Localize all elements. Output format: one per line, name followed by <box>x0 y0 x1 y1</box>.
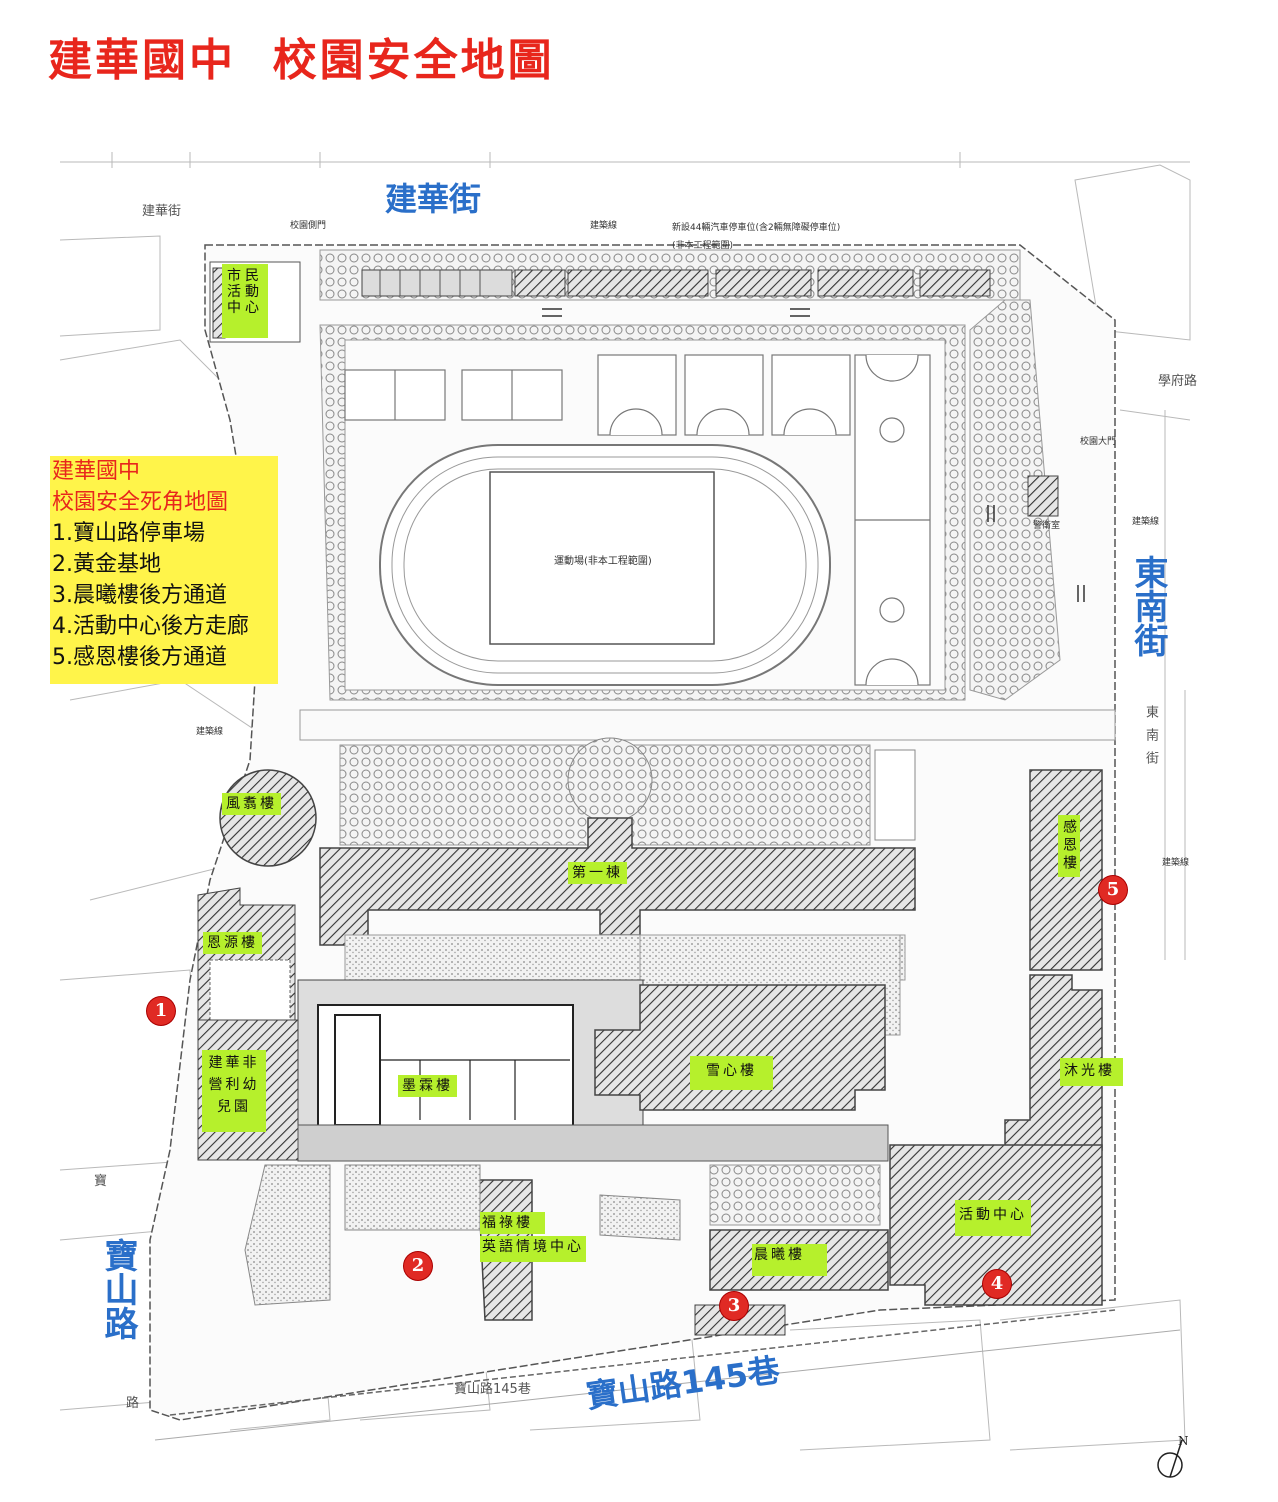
building-line-east: 建築線 <box>1132 517 1160 527</box>
building-enyuan: 恩源樓 <box>203 932 262 954</box>
legend-item: 2.黃金基地 <box>52 552 161 577</box>
road-xuefu: 學府路 <box>1158 374 1198 389</box>
building-english-center: 英語情境中心 <box>480 1236 586 1262</box>
not-in-project-note: (非本工程範圍) <box>672 241 734 251</box>
building-ganen: 感恩樓 <box>1058 815 1080 877</box>
street-label-north: 建華街 <box>385 180 482 218</box>
building-molin: 墨霖樓 <box>398 1075 457 1097</box>
svg-text:N: N <box>1178 1434 1189 1448</box>
street-small-north: 建華街 <box>142 204 182 219</box>
legend-box: 建華國中 校園安全死角地圖 1.寶山路停車場 2.黃金基地 3.晨曦樓後方通道 … <box>50 456 278 684</box>
marker-4[interactable]: 4 <box>983 1270 1011 1298</box>
parking-note: 新設44輛汽車停車位(含2輛無障礙停車位) <box>672 223 841 233</box>
building-civic-center: 市民活動中心 <box>222 264 268 338</box>
legend-item: 3.晨曦樓後方通道 <box>52 583 227 608</box>
track-field-label: 運動場(非本工程範圍) <box>554 556 652 567</box>
building-line-west: 建築線 <box>196 727 224 737</box>
building-fulu: 福祿樓 <box>480 1212 545 1234</box>
building-muguang: 沐光樓 <box>1060 1058 1123 1086</box>
legend-title-2: 校園安全死角地圖 <box>52 490 229 515</box>
legend-item: 4.活動中心後方走廊 <box>52 614 249 639</box>
building-activity-center: 活動中心 <box>955 1200 1031 1236</box>
guard-room-label: 警衛室 <box>1033 521 1061 531</box>
building-line-top: 建築線 <box>590 221 618 231</box>
street-label-east: 東南街 <box>1128 555 1168 657</box>
street-small-west-1: 寶 <box>94 1174 108 1189</box>
street-small-west-2: 路 <box>126 1396 140 1411</box>
main-gate-label: 校園大門 <box>1080 437 1117 447</box>
street-label-west: 寶山路 <box>98 1238 138 1340</box>
street-small-south: 寶山路145巷 <box>454 1382 531 1397</box>
legend-title-1: 建華國中 <box>52 459 141 484</box>
building-chenxi: 晨曦樓 <box>752 1244 827 1276</box>
legend-item: 5.感恩樓後方通道 <box>52 645 227 670</box>
marker-3[interactable]: 3 <box>720 1292 748 1320</box>
building-first: 第一棟 <box>568 862 627 884</box>
marker-1[interactable]: 1 <box>147 997 175 1025</box>
side-gate-label: 校園側門 <box>290 221 327 231</box>
legend-item: 1.寶山路停車場 <box>52 521 205 546</box>
building-line-center: 建築線 <box>1162 858 1190 868</box>
building-xuexin: 雪心樓 <box>690 1056 773 1090</box>
north-arrow-icon: N <box>1157 1434 1189 1478</box>
marker-5[interactable]: 5 <box>1099 876 1127 904</box>
building-kindergarten: 建華非營利幼兒園 <box>202 1050 266 1132</box>
page-title: 建華國中 校園安全地圖 <box>48 35 555 86</box>
street-small-east: 東南街 <box>1143 705 1158 774</box>
marker-2[interactable]: 2 <box>404 1252 432 1280</box>
building-fengyi: 風翥樓 <box>222 793 281 815</box>
